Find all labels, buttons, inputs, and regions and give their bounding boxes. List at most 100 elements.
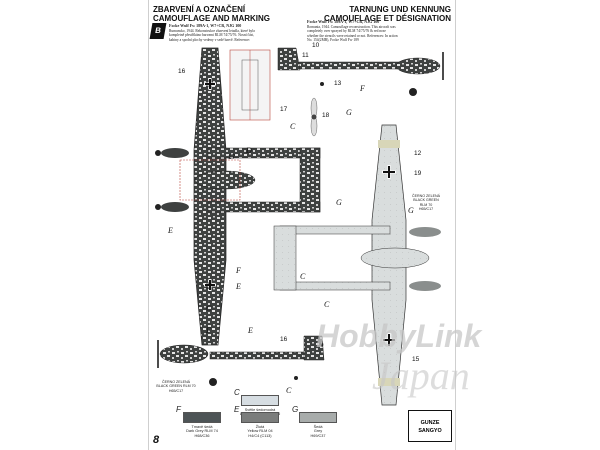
top-view-wing <box>193 47 227 346</box>
paint-letter: E <box>236 282 241 291</box>
underside-tailplane <box>273 225 297 291</box>
caption-line: kabiny a spodní plochy vedeny v sedé bar… <box>169 37 250 42</box>
note-line: RLM 70 <box>419 202 433 207</box>
paint-letter: D <box>246 146 252 155</box>
paint-letter: F <box>360 84 365 93</box>
tail-wheel <box>320 82 324 86</box>
red-outline-area <box>179 159 241 201</box>
side-view-tailfin <box>277 47 301 71</box>
paint-key-letter: E <box>234 405 240 414</box>
paint-swatch <box>299 412 337 423</box>
logo-line: SANGYO <box>418 428 442 434</box>
callout-number: 10 <box>312 42 320 49</box>
detail-sketch <box>229 49 271 121</box>
paint-key-line: Světle šedomodrá <box>244 408 276 412</box>
landing-wheel <box>209 378 217 386</box>
paint-key-line: H68/C36 <box>194 433 210 438</box>
callout-number: 16 <box>280 336 288 343</box>
paint-key-line: Šedá <box>313 425 323 429</box>
underside-engine <box>409 227 441 237</box>
underside-view <box>273 124 441 406</box>
side-view-tailboom <box>209 351 319 360</box>
propeller-sketch <box>310 97 318 137</box>
side-view-engine <box>395 57 441 75</box>
callout-number: 18 <box>322 112 330 119</box>
page-number: 8 <box>153 434 160 446</box>
callout-number: 12 <box>414 150 422 157</box>
tail-wheel <box>294 376 298 380</box>
caption-line: Romania, 1944. Camouflage reconstruction… <box>307 24 396 29</box>
paint-key-line: Yellow RLM 04 <box>247 429 273 434</box>
paint-letter: C <box>300 272 306 281</box>
note-line: H65/C17 <box>418 207 434 212</box>
callout-number: 11 <box>302 52 309 59</box>
paint-swatch <box>183 412 221 423</box>
header-right-french: CAMOUFLAGE ET DÉSIGNATION <box>324 14 451 23</box>
propeller-hub <box>155 150 161 156</box>
caption-line: No. 154(2MB), Focke Wulf Fw 189 <box>307 38 359 43</box>
note-line: BLACK GREEN <box>413 198 439 203</box>
paint-letter: G <box>346 108 352 117</box>
paint-letter: C <box>206 282 212 291</box>
header-left: ZBARVENÍ A OZNAČENÍ CAMOUFLAGE AND MARKI… <box>153 5 270 23</box>
header-left-english: CAMOUFLAGE AND MARKING <box>153 14 271 23</box>
paint-swatch <box>241 395 279 406</box>
top-view-gondola <box>194 170 256 190</box>
aircraft-caption: Focke Wulf Fw 189A-1, W7+CR, NJG 100 Rum… <box>169 23 287 42</box>
paint-key-line: H69/C37 <box>310 433 326 438</box>
paint-key-line: Žlutá <box>255 425 265 429</box>
callout-number: 17 <box>228 154 236 161</box>
underside-tailboom-lower <box>279 281 391 291</box>
callout-number: 17 <box>280 106 288 113</box>
paint-letter: C <box>324 300 330 309</box>
underside-gondola <box>360 247 430 269</box>
paint-letter: F <box>236 266 241 275</box>
balkenkreuz-core <box>383 166 395 346</box>
paint-swatch <box>241 412 279 423</box>
paint-key-e: E Žlutá Yellow RLM 04 H4/C4 (C113) <box>234 405 286 438</box>
balkenkreuz-core <box>205 79 215 290</box>
paint-letter: G <box>408 206 414 215</box>
paint-letter: C <box>286 386 292 395</box>
caption-line: completely over sprayed by RLM 74/75/76 … <box>307 29 386 34</box>
callout-number: 9 <box>320 342 324 349</box>
paint-key-letter: G <box>292 405 299 414</box>
callout-number: 16 <box>178 68 186 75</box>
note-line: H65/C17 <box>168 388 184 393</box>
header-right-german: TARNUNG UND KENNUNG <box>349 5 451 14</box>
propeller-hub <box>155 204 161 210</box>
callout-number: 19 <box>414 170 422 177</box>
paint-key-line: Grey <box>313 429 323 434</box>
paint-letter: C <box>290 122 296 131</box>
paint-key-letter: F <box>176 405 181 414</box>
caption-title: Focke Wulf Fw 189A-1, W7+CR, NJG 100 <box>307 19 380 24</box>
top-view <box>155 47 321 346</box>
note-line: ČERNO ZELENÁ <box>412 194 440 198</box>
callout-number: 15 <box>412 356 420 363</box>
aircraft-caption-english: Focke Wulf Fw 189A-1, W7+CR, NJG 100 Rom… <box>307 19 447 43</box>
top-view-engine-upper <box>161 148 189 158</box>
caption-line: Rumunsko, 1944. Rekonstrukce zbarvení le… <box>169 28 256 33</box>
top-view-tailplane <box>299 147 321 213</box>
color-note-left: ČERNO ZELENÁ BLACK GREEN RLM 70 H65/C17 <box>153 380 199 393</box>
paint-key-letter: C <box>234 388 240 397</box>
landing-wheel <box>409 88 417 96</box>
callout-number: 13 <box>334 80 342 87</box>
underside-tailboom-upper <box>279 225 391 235</box>
color-note-right: ČERNO ZELENÁ BLACK GREEN RLM 70 H65/C17 <box>403 194 449 212</box>
paint-key-g: G Šedá Grey H69/C37 <box>292 405 344 438</box>
caption-title: Focke Wulf Fw 189A-1, W7+CR, NJG 100 <box>169 23 242 28</box>
paint-letter: F <box>206 326 211 335</box>
yellow-wingtip <box>378 140 400 148</box>
paint-letter: C <box>206 304 212 313</box>
caption-line: whether the stencils were retained or no… <box>307 33 398 38</box>
paint-key-f: F Tmavě šedá Dark Grey RLM 74 H68/C36 <box>176 405 228 438</box>
side-view-engine <box>159 344 209 364</box>
paint-letter: G <box>336 198 342 207</box>
caption-line: kompletně přestříkáno barvami RLM 74/75/… <box>169 33 255 38</box>
paint-key-line: Tmavě šedá <box>191 425 213 429</box>
yellow-wingtip <box>378 378 400 386</box>
header-right: TARNUNG UND KENNUNG CAMOUFLAGE ET DÉSIGN… <box>324 5 451 23</box>
note-line: BLACK GREEN RLM 70 <box>156 384 196 389</box>
paint-key-line: Dark Grey RLM 74 <box>186 429 218 434</box>
